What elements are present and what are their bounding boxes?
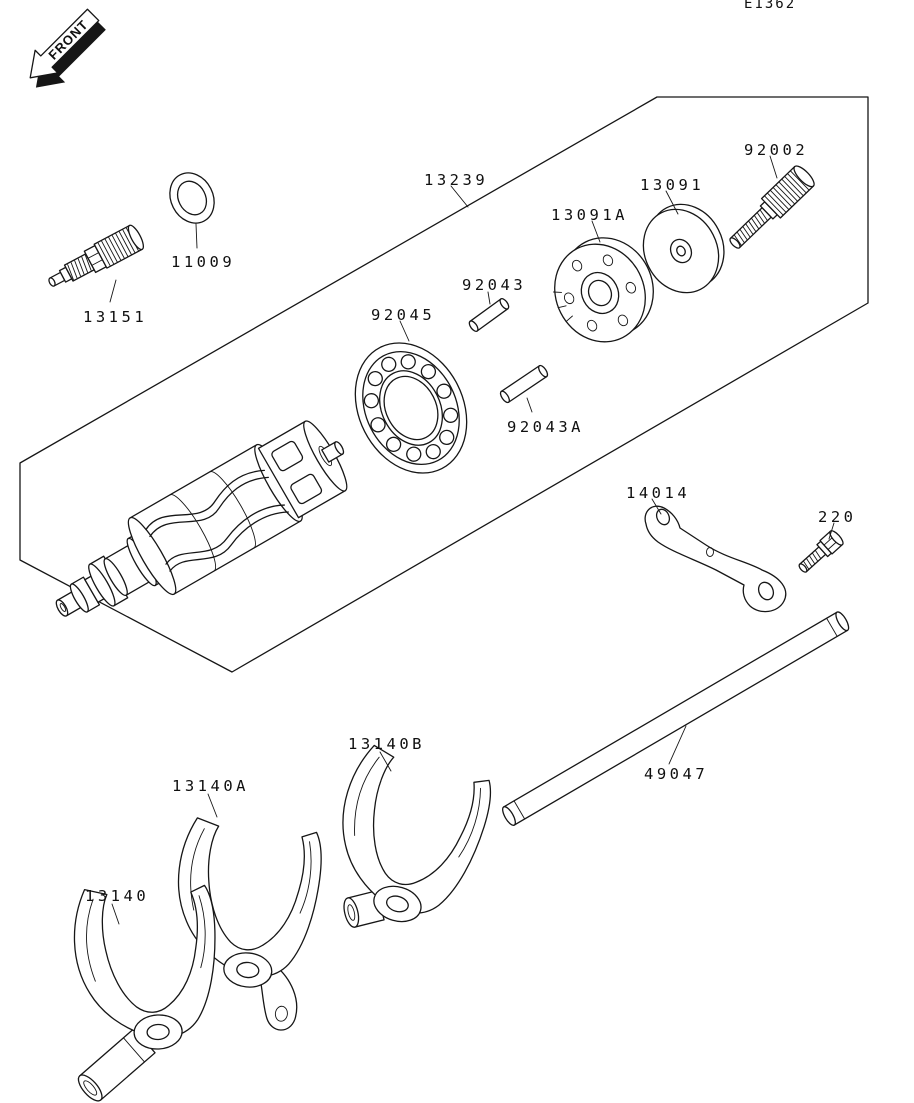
part-13140b-shift-fork [319,741,498,928]
leader-220 [828,522,835,540]
doc-code: E1362 [744,0,796,12]
leader-92043 [487,291,491,305]
leader-49047 [668,725,687,765]
label-14014: 14014 [626,484,690,502]
leader-92043a [526,397,533,413]
leader-13151 [109,279,117,303]
leader-92045 [399,320,410,342]
part-13151-switch [48,224,145,287]
label-92043a: 92043A [507,418,584,436]
part-92043a-pin [499,364,549,404]
label-92043: 92043 [462,276,526,294]
leader-11009 [195,223,198,249]
label-220: 220 [818,508,857,526]
part-92002-bolt [729,165,815,249]
part-14014-plate [644,505,787,613]
label-49047: 49047 [644,765,708,783]
leader-13140 [111,903,120,925]
part-220-bolt [798,530,844,573]
gear-change-drum [55,420,348,617]
label-92002: 92002 [744,141,808,159]
label-13140a: 13140A [172,777,249,795]
front-arrow: FRONT [29,8,106,88]
label-13140: 13140 [85,887,149,905]
part-13091-cam [642,203,725,294]
part-92043-pin [468,298,510,332]
leader-13091 [665,190,679,215]
label-92045: 92045 [371,306,435,324]
assembly-frame [19,96,869,673]
label-13151: 13151 [83,308,147,326]
part-92045-bearing [354,342,468,474]
part-11009-gasket [169,172,215,224]
label-13239: 13239 [424,171,488,189]
leader-92002 [769,155,778,179]
part-13140-shift-fork [71,882,222,1102]
part-49047-rod [502,611,850,826]
label-13091: 13091 [640,176,704,194]
part-13140a-shift-fork [168,815,326,1031]
leader-13140a [207,793,218,818]
label-13140b: 13140B [348,735,425,753]
label-11009: 11009 [171,253,235,271]
leader-14014 [651,498,662,515]
leader-13239 [450,185,469,208]
label-13091a: 13091A [551,206,628,224]
leader-lines [109,155,835,925]
leader-13140b [379,751,392,772]
part-13091a-cam-holder [553,237,654,343]
leader-13091a [591,220,601,243]
